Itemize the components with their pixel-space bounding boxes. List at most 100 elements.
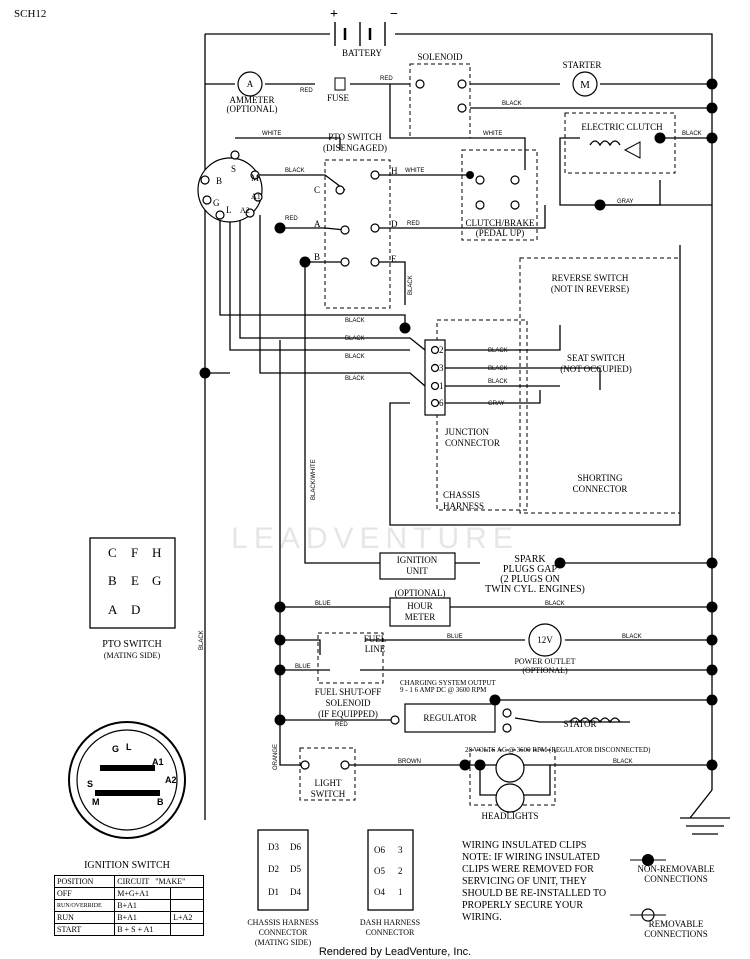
wire-label-brown: BROWN [398,759,421,765]
legend-removable-1: REMOVABLE [649,919,704,929]
clutch-brake-label: CLUTCH/BRAKE [465,218,535,228]
reverse-switch-label: REVERSE SWITCH [552,273,629,283]
ignition-table: POSITION CIRCUIT "MAKE" OFF M+G+A1 RUN/O… [53,875,204,936]
note-line-6: PROPERLY SECURE YOUR [462,900,583,911]
wire-label-black-headlights: BLACK [613,759,633,765]
chassis-pin-d3: D3 [268,842,279,852]
wire-label-black-solenoid: BLACK [502,101,522,107]
component-outlines [299,63,681,806]
dash-pin-o4: O4 [374,887,385,897]
wire-label-red-fuse: RED [380,76,393,82]
headlights-label: HEADLIGHTS [482,811,539,821]
wire-label-black-white: BLACK/WHITE [311,459,317,500]
terminal-rings [200,79,655,922]
chassis-pin-d5: D5 [290,864,301,874]
terminal-h: H [391,166,398,176]
chassis-pin-d2: D2 [268,864,279,874]
table-cell: B+A1 [114,911,172,924]
terminal-e: E [391,254,397,264]
wire-label-red-ammeter: RED [300,88,313,94]
hour-meter-label-1: HOUR [407,601,433,611]
wire-label-black-outlet: BLACK [622,634,642,640]
ac-voltage-label: 28 VOLTS AC @ 3600 RPM (REGULATOR DISCON… [465,746,651,754]
chassis-connector-label-1: CHASSIS HARNESS [247,918,318,927]
dash-connector-label-2: CONNECTOR [366,928,415,937]
note-line-5: SHOULD BE RE-INSTALLED TO [462,888,606,899]
headlights-symbol [495,753,525,813]
dash-pin-o6: O6 [374,845,385,855]
junction-pin-3: 3 [439,363,444,373]
connection-dots [199,78,718,866]
chassis-connector-label-3: (MATING SIDE) [255,938,312,947]
table-row: RUN/OVERRIDE B+A1 [53,899,204,912]
pto-mating-label-1: PTO SWITCH [102,639,162,650]
table-cell: OFF [53,887,116,900]
ignition-switch-label: IGNITION SWITCH [84,860,170,871]
wire-label-black-1: BLACK [345,318,365,324]
ammeter-label: AMMETER [230,95,275,105]
charging-label-1: CHARGING SYSTEM OUTPUT [400,679,496,687]
make-header: "MAKE" [155,877,186,886]
dash-pin-1: 1 [398,887,403,897]
battery-label: BATTERY [342,48,383,58]
note-line-2: NOTE: IF WIRING INSULATED [462,852,600,863]
chassis-pin-d4: D4 [290,887,301,897]
chassis-connector-label-2: CONNECTOR [259,928,308,937]
wire-label-black-3: BLACK [345,354,365,360]
pto-pin-g: G [152,573,161,588]
component-boxes [197,71,598,733]
pto-mating-label-2: (MATING SIDE) [104,651,161,660]
wire-label-blue-outlet: BLUE [447,634,463,640]
battery-minus: − [390,7,398,22]
junction-connector-label: CONNECTOR [445,438,500,448]
fuel-solenoid-label-3: (IF EQUIPPED) [318,709,378,719]
battery-plus: + [330,7,338,22]
ign-key-b: B [157,797,164,807]
dash-connector-label-1: DASH HARNESS [360,918,420,927]
spark-label-4: TWIN CYL. ENGINES) [485,584,585,595]
chassis-pin-d6: D6 [290,842,301,852]
wire-label-black-j2: BLACK [488,348,508,354]
fuel-line-label-1: FUEL [364,634,387,644]
table-cell: M+G+A1 [114,887,172,900]
table-row: START B + S + A1 [53,923,204,936]
starter-label: STARTER [563,60,602,70]
table-row: OFF M+G+A1 [53,887,204,900]
ign-terminal-g: G [213,198,220,208]
junction-pin-6: 6 [439,398,444,408]
wire-label-black-pto: BLACK [285,168,305,174]
stator-coil [569,717,621,724]
wire-label-gray-top: GRAY [617,199,634,205]
dash-pin-2: 2 [398,866,403,876]
outlet-optional: (OPTIONAL) [522,666,568,675]
footer-credit: Rendered by LeadVenture, Inc. [319,946,471,958]
dash-pin-o5: O5 [374,866,385,876]
spark-label-1: SPARK [514,554,546,565]
ign-key-a2: A2 [165,775,177,785]
regulator-label: REGULATOR [423,713,476,723]
ign-key-g: G [112,744,119,754]
shorting-label: SHORTING [578,473,623,483]
table-cell [170,887,204,900]
starter-motor-label: M [580,79,590,91]
terminal-a: A [314,219,321,229]
table-cell: L+A2 [170,911,204,924]
legend-nonremovable-2: CONNECTIONS [644,874,708,884]
wire-label-black-2: BLACK [345,336,365,342]
wire-label-red-regulator: RED [335,722,348,728]
wire-label-red-pto: RED [285,216,298,222]
outlet-label: POWER OUTLET [514,657,575,666]
light-switch-label-2: SWITCH [311,789,346,799]
table-cell [170,923,204,936]
terminal-d: D [391,219,398,229]
dash-pin-3: 3 [398,845,403,855]
seat-switch-label: SEAT SWITCH [567,353,626,363]
ign-key-m: M [92,797,100,807]
battery-symbol [334,22,386,46]
clutch-coil [589,140,621,147]
chassis-harness-connector: D3 D6 D2 D5 D1 D4 CHASSIS HARNESS CONNEC… [247,829,319,947]
legend: NON-REMOVABLE CONNECTIONS REMOVABLE CONN… [630,859,715,939]
charging-label-2: 9 - 1 6 AMP DC @ 3600 RPM [400,686,487,694]
legend-removable-2: CONNECTIONS [644,929,708,939]
